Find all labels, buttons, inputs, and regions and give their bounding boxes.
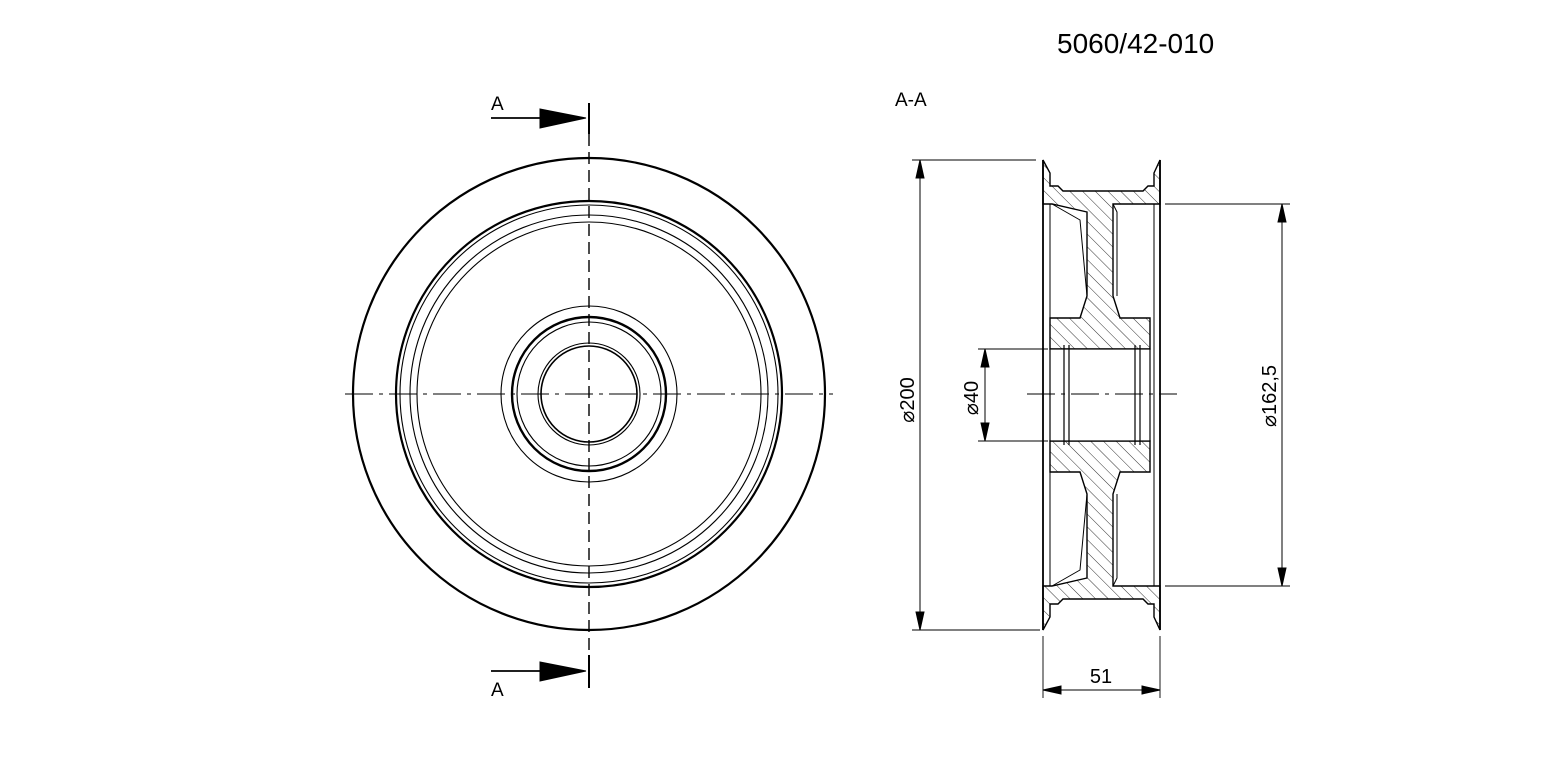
right-web-taper-top <box>1112 203 1118 296</box>
dim-arrow-200-bottom <box>915 611 925 631</box>
diameter-symbol: ⌀ <box>961 403 983 415</box>
dim-value-51: 51 <box>1090 666 1112 688</box>
dim-value-40: 40 <box>961 381 983 403</box>
arrow-head-top <box>539 108 587 129</box>
bore-section <box>1049 348 1151 442</box>
svg-text:⌀162,5: ⌀162,5 <box>1259 365 1281 427</box>
dim-arrow-51-right <box>1141 685 1161 695</box>
diameter-symbol: ⌀ <box>897 411 919 423</box>
dim-arrow-200-top <box>915 159 925 179</box>
dim-label-162: ⌀162,5 <box>1259 365 1281 427</box>
dim-label-40: ⌀40 <box>961 381 983 415</box>
left-web-taper-bottom <box>1051 493 1088 587</box>
dim-arrow-162-top <box>1277 203 1287 223</box>
dim-arrow-40-top <box>980 348 990 368</box>
left-web-taper-top <box>1051 203 1088 297</box>
dim-arrow-51-left <box>1042 685 1062 695</box>
dim-arrow-162-bottom <box>1277 567 1287 587</box>
cut-marker-bottom-label: A <box>491 680 504 701</box>
dim-value-200: 200 <box>897 377 919 410</box>
dim-value-162: 162,5 <box>1259 365 1281 415</box>
svg-text:⌀40: ⌀40 <box>961 381 983 415</box>
section-hatch-lower <box>1042 440 1161 631</box>
right-web-taper-bottom <box>1112 494 1118 587</box>
arrow-head-bottom <box>539 661 587 682</box>
svg-text:⌀200: ⌀200 <box>897 377 919 422</box>
section-title: A-A <box>895 90 927 111</box>
cut-marker-top-label: A <box>491 94 504 115</box>
section-view <box>912 159 1290 698</box>
diameter-symbol: ⌀ <box>1259 415 1281 427</box>
section-hatch-upper <box>1042 159 1161 350</box>
dim-label-200: ⌀200 <box>897 377 919 422</box>
part-number: 5060/42-010 <box>1057 28 1214 59</box>
dim-arrow-40-bottom <box>980 422 990 442</box>
front-view <box>345 103 833 688</box>
